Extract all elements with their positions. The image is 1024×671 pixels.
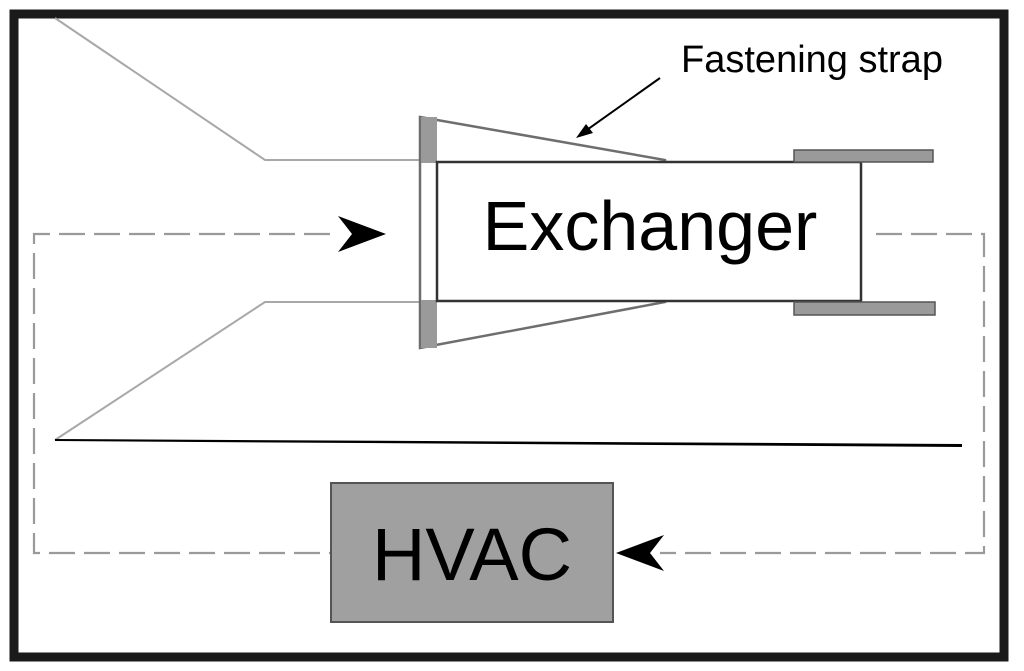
strap-leader-arrowhead-icon bbox=[576, 124, 593, 138]
floor-line bbox=[55, 439, 962, 447]
hvac-label: HVAC bbox=[372, 513, 572, 596]
flow-arrow-right-icon bbox=[338, 216, 386, 252]
dashed-flow-right bbox=[660, 232, 986, 555]
flange-top bbox=[419, 117, 437, 163]
dashed-flow-left bbox=[32, 232, 330, 555]
duct-bottom-line bbox=[54, 301, 420, 441]
flow-arrow-left-icon bbox=[616, 535, 664, 571]
bracket-top bbox=[793, 149, 934, 163]
fastening-strap-label: Fastening strap bbox=[681, 39, 943, 81]
hvac-box bbox=[330, 482, 614, 623]
flange-bottom bbox=[419, 300, 437, 348]
strap-leader-line bbox=[583, 77, 661, 133]
exchanger-label: Exchanger bbox=[483, 187, 818, 265]
exchanger-box bbox=[435, 160, 863, 303]
bracket-bottom bbox=[793, 301, 936, 316]
duct-top-line bbox=[54, 17, 420, 161]
